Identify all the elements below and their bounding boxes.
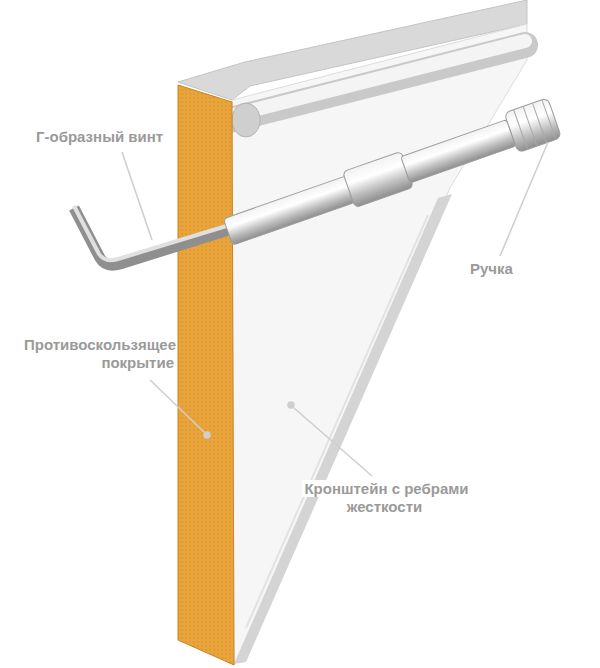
knurl [533,103,547,143]
knob [504,98,561,153]
l-screw [74,208,235,265]
knurl [542,100,556,140]
leader-dot [204,432,210,438]
part-label: Ручка [468,260,558,278]
part-label: Противоскользящее покрытие [0,336,176,372]
label-text: Ручка [468,260,515,277]
part-label: Кронштейн с ребрами жесткости [283,480,488,516]
leader-line [122,152,152,240]
knurl [514,110,528,150]
rail-groove [222,41,525,118]
sleeve [223,176,355,245]
leader-line [150,380,204,432]
leader-line [294,408,372,476]
knurl [523,106,537,146]
anti-slip-strip [178,85,234,665]
leader-dot [288,402,294,408]
label-text: Кронштейн с ребрами жесткости [302,480,468,515]
rail-end [232,103,260,137]
rib-edge [246,215,428,628]
l-screw-highlight [74,206,233,260]
stiffening-rib [234,194,452,664]
shaft [401,120,516,183]
handle-assembly [221,98,561,252]
label-text: Г-образный винт [34,128,165,145]
leader-line [500,142,548,256]
label-text: Противоскользящее покрытие [22,336,176,371]
part-label: Г-образный винт [34,128,214,146]
